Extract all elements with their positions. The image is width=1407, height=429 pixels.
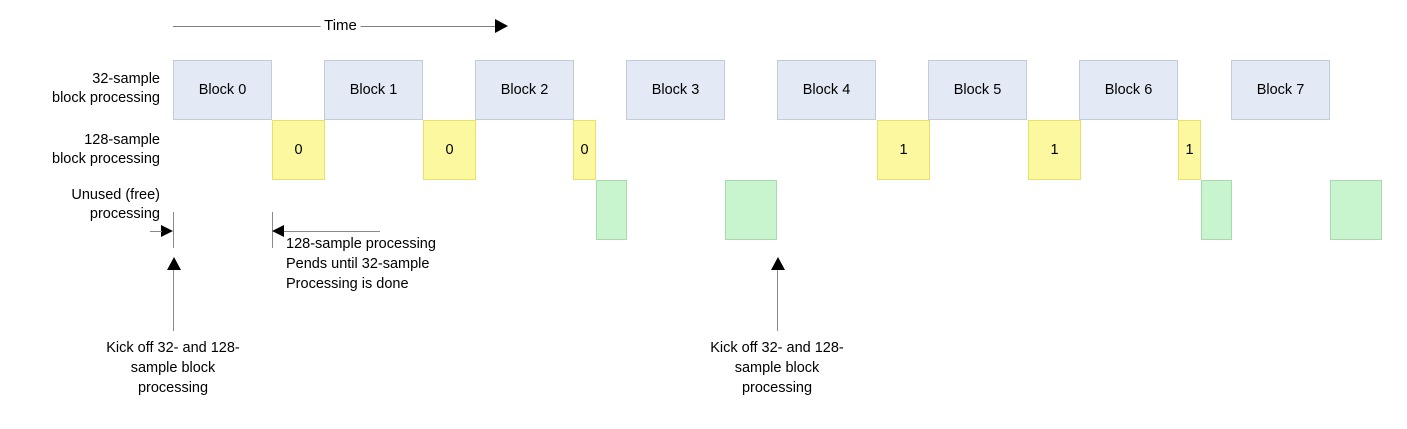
callout-leader-line-right [777,270,778,331]
block-32-sample[interactable]: Block 0 [173,60,272,120]
block-unused[interactable] [1330,180,1382,240]
row-label-128-sample: 128-sample block processing [52,132,160,167]
time-axis: Time [173,16,508,36]
arrow-right-icon [495,19,508,33]
block-128-sample[interactable]: 1 [877,120,930,180]
dimension-line-end [284,231,380,232]
block-128-sample[interactable]: 1 [1028,120,1081,180]
block-32-sample[interactable]: Block 5 [928,60,1027,120]
row-label-unused: Unused (free) processing [71,187,160,222]
block-128-sample[interactable]: 0 [423,120,476,180]
arrow-right-icon [161,225,173,237]
arrow-up-icon [771,257,785,270]
arrow-up-icon [167,257,181,270]
block-32-sample[interactable]: Block 2 [475,60,574,120]
block-128-sample[interactable]: 0 [573,120,596,180]
annotation-kickoff-left: Kick off 32- and 128- sample block proce… [106,340,240,396]
block-128-sample[interactable]: 1 [1178,120,1201,180]
arrow-left-icon [272,225,284,237]
dimension-tick-start [173,212,174,248]
dimension-line-start [150,231,162,232]
block-unused[interactable] [596,180,627,240]
time-axis-label: Time [320,16,361,36]
block-unused[interactable] [1201,180,1232,240]
annotation-kickoff-right: Kick off 32- and 128- sample block proce… [710,340,844,396]
block-32-sample[interactable]: Block 4 [777,60,876,120]
block-32-sample[interactable]: Block 6 [1079,60,1178,120]
block-32-sample[interactable]: Block 1 [324,60,423,120]
block-unused[interactable] [725,180,777,240]
annotation-pend-note: 128-sample processing Pends until 32-sam… [286,236,436,292]
callout-leader-line-left [173,270,174,331]
block-32-sample[interactable]: Block 7 [1231,60,1330,120]
block-32-sample[interactable]: Block 3 [626,60,725,120]
row-label-32-sample: 32-sample block processing [52,71,160,106]
block-128-sample[interactable]: 0 [272,120,325,180]
